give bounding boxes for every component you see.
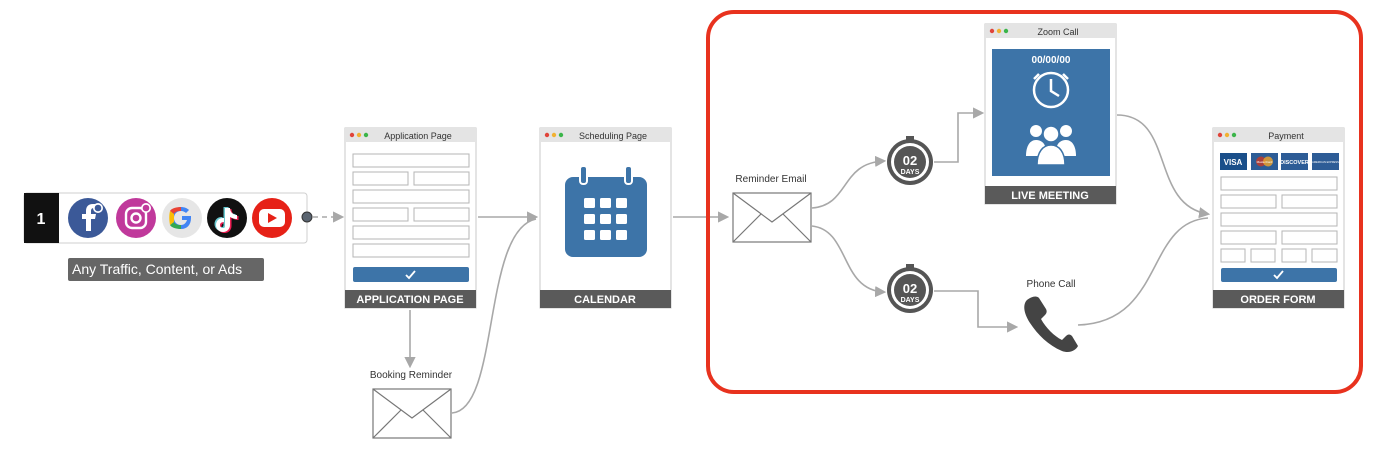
people-icon xyxy=(1026,125,1076,166)
booking-reminder-label: Booking Reminder xyxy=(370,370,453,381)
timer-top-number: 02 xyxy=(903,153,917,168)
calendar-icon xyxy=(565,165,647,257)
zoom-date: 00/00/00 xyxy=(1032,55,1071,66)
stopwatch-icon xyxy=(887,136,933,185)
tiktok-icon xyxy=(207,198,247,238)
youtube-icon xyxy=(252,198,292,238)
envelope-icon xyxy=(732,192,812,243)
connector-phone-to-payment xyxy=(1077,217,1209,326)
payment-footer: ORDER FORM xyxy=(1240,294,1315,306)
svg-text:DISCOVER: DISCOVER xyxy=(1280,160,1309,166)
discover-icon xyxy=(1281,153,1308,170)
scheduling-footer: CALENDAR xyxy=(574,294,636,306)
timer-bottom-number: 02 xyxy=(903,281,917,296)
phone-call-label: Phone Call xyxy=(1027,279,1076,290)
application-form-fields xyxy=(352,153,470,258)
scheduling-window-title: Scheduling Page xyxy=(579,131,647,141)
traffic-caption-box xyxy=(68,258,264,281)
check-icon xyxy=(1273,270,1284,280)
timer-bottom: 02 DAYS xyxy=(887,264,933,313)
connector-email-to-timer-top xyxy=(811,155,887,209)
application-page-node: Application Page APPLICATION PAGE xyxy=(344,127,477,309)
zoom-window-title: Zoom Call xyxy=(1037,27,1078,37)
connector-booking-reminder-to-scheduling xyxy=(451,218,537,414)
timer-top: 02 DAYS xyxy=(887,136,933,185)
connector-timer-bottom-to-phone xyxy=(934,290,1019,333)
card-logos: VISA MasterCard DISCOVER AMERICAN EXPRES… xyxy=(1220,153,1339,170)
step-badge xyxy=(24,193,59,243)
timer-top-unit: DAYS xyxy=(901,169,920,176)
facebook-icon xyxy=(68,198,108,238)
payment-node: Payment VISA MasterCard DISCOVER AMERICA… xyxy=(1212,127,1345,309)
traffic-source-block: 1 xyxy=(23,192,313,281)
check-icon xyxy=(405,270,416,280)
amex-icon xyxy=(1312,153,1339,170)
timer-bottom-unit: DAYS xyxy=(901,297,920,304)
highlight-frame xyxy=(706,10,1363,394)
phone-call-node: Phone Call xyxy=(1024,279,1078,353)
visa-icon xyxy=(1220,153,1247,170)
envelope-icon xyxy=(372,388,452,439)
step-number: 1 xyxy=(37,211,46,228)
svg-text:VISA: VISA xyxy=(1224,158,1243,167)
connector-zoom-to-payment xyxy=(1116,114,1211,219)
stopwatch-icon xyxy=(887,264,933,313)
payment-form-fields xyxy=(1220,176,1338,263)
svg-text:AMERICAN EXPRESS: AMERICAN EXPRESS xyxy=(1312,160,1339,164)
reminder-email-label: Reminder Email xyxy=(735,174,806,185)
payment-window-title: Payment xyxy=(1268,131,1304,141)
phone-icon xyxy=(1024,296,1078,353)
connector-email-to-timer-bottom xyxy=(811,225,887,298)
reminder-email-node: Reminder Email xyxy=(732,174,812,243)
connector-timer-top-to-zoom xyxy=(934,107,985,163)
clock-icon xyxy=(1032,71,1070,109)
svg-text:MasterCard: MasterCard xyxy=(1257,160,1273,164)
zoom-footer: LIVE MEETING xyxy=(1011,190,1089,202)
application-window-title: Application Page xyxy=(384,131,452,141)
connectors xyxy=(313,107,1211,414)
instagram-icon xyxy=(116,198,156,238)
booking-reminder-node: Booking Reminder xyxy=(370,370,453,439)
zoom-call-node: Zoom Call 00/00/00 LIVE MEETING xyxy=(984,23,1117,205)
scheduling-page-node: Scheduling Page CALENDAR xyxy=(539,127,672,309)
traffic-caption: Any Traffic, Content, or Ads xyxy=(72,261,242,277)
source-output-dot xyxy=(301,211,313,223)
application-footer: APPLICATION PAGE xyxy=(356,294,463,306)
google-icon xyxy=(162,198,202,238)
